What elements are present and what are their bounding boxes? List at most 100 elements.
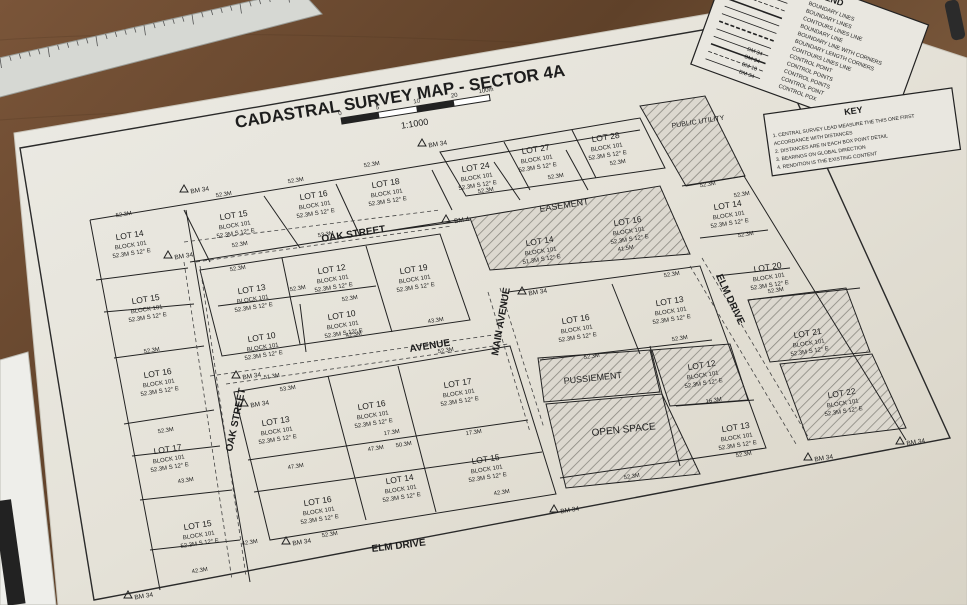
lot-block: BLOCK 101 xyxy=(561,324,594,335)
road-centrelines xyxy=(183,209,811,581)
scale-tick-5: 5 xyxy=(376,105,381,112)
benchmark-label: BM 34 xyxy=(560,506,580,516)
dimension-labels: 52.3M 52.3M 52.3M 52.3M 52.3M 52.3M 52.3M 52.3M… xyxy=(115,159,784,575)
lot-bearing: 52.3M S 12° E xyxy=(128,312,167,324)
lot-bearing: 51.3M S 12° E xyxy=(522,254,561,266)
lot-bearing: 52.3M S 12° E xyxy=(588,150,627,162)
lot-name: LOT 18 xyxy=(371,176,401,190)
legend-symbol: BM 34 xyxy=(738,69,755,80)
scale-tick-20: 20 xyxy=(451,92,459,99)
benchmark-triangle-icon xyxy=(895,435,905,445)
benchmark-triangle-icon xyxy=(803,451,813,461)
lot-bearing: 52.3M S 12° E xyxy=(750,280,789,292)
benchmark-triangle-icon xyxy=(179,183,189,193)
pen xyxy=(944,0,966,41)
lot-block: BLOCK 101 xyxy=(827,398,860,409)
legend-symbol: BM 34 xyxy=(743,54,760,65)
benchmark-label: BM 34 xyxy=(292,538,312,548)
benchmark-label: BM 34 xyxy=(190,186,210,196)
lot-name: LOT 14 xyxy=(385,472,415,486)
key-box: KEY 1. CENTRAL SURVEY LEAD MEASURE THE T… xyxy=(763,87,962,177)
benchmark-labels: BM 34 BM 34 BM 34 BM 4 BM 34 BM 34 BM 34 BM 34 B… xyxy=(123,137,926,602)
dimension-label: 52.3M xyxy=(623,473,640,481)
lot-bearing: 52.3M S 12° E xyxy=(790,346,829,358)
lot-name: LOT 10 xyxy=(247,330,277,344)
lot-name: LOT 14 xyxy=(525,234,555,248)
dimension-label: 52.3M xyxy=(231,241,248,249)
benchmark-triangle-icon xyxy=(517,285,527,295)
benchmark-label: BM 34 xyxy=(428,140,448,150)
dimension-label: 42.3M xyxy=(493,489,510,497)
lot-bearing: 52.3M S 12° E xyxy=(234,302,273,314)
lot-block: BLOCK 101 xyxy=(183,530,216,541)
lot-name: LOT 13 xyxy=(261,414,291,428)
dimension-label: 52.3M xyxy=(289,285,306,293)
lot-block: BLOCK 101 xyxy=(219,220,252,231)
pussiement-area xyxy=(537,349,661,403)
lot-block: BLOCK 101 xyxy=(687,370,720,381)
lot-bearing: 52.3M S 12° E xyxy=(382,492,421,504)
benchmark-label: BM 34 xyxy=(528,288,548,298)
lot-name: LOT 13 xyxy=(721,420,751,434)
benchmark-triangle-icon xyxy=(123,589,133,599)
lot-bearing: 52.3M S 12° E xyxy=(610,234,649,246)
lot-bearing: 52.3M S 12° E xyxy=(468,472,507,484)
lot-bearing: 52.3M S 12° E xyxy=(180,538,219,550)
dimension-label: 52.3M xyxy=(215,191,232,199)
benchmark-triangle-icon xyxy=(163,249,173,259)
easement-area xyxy=(469,185,691,271)
benchmark-label: BM 4 xyxy=(454,216,470,225)
lot-name: LOT 16 xyxy=(561,312,591,326)
lot-block: BLOCK 101 xyxy=(471,464,504,475)
lot-name: LOT 12 xyxy=(687,358,717,372)
dimension-label: 52.3M xyxy=(157,427,174,435)
dimension-label: 50.3M xyxy=(395,441,412,449)
dimension-label: 52.3M xyxy=(115,211,132,219)
lot-name: LOT 16 xyxy=(299,188,329,202)
dimension-label: 52.3M xyxy=(735,451,752,459)
scale-ratio: 1:1000 xyxy=(400,117,429,131)
dimension-label: 16.3M xyxy=(705,397,722,405)
benchmark-triangle-icon xyxy=(231,369,241,379)
lot-block: BLOCK 101 xyxy=(143,378,176,389)
benchmark-label: BM 34 xyxy=(174,252,194,262)
benchmark-label: BM 34 xyxy=(134,592,154,602)
lot-block: BLOCK 101 xyxy=(357,410,390,421)
lot-bearing: 52.3M S 12° E xyxy=(140,386,179,398)
lot-bearing: 52.3M S 12° E xyxy=(324,328,363,340)
benchmark-label: BM 34 xyxy=(250,400,270,410)
lot-24-hatched xyxy=(779,353,907,441)
lot-block: BLOCK 101 xyxy=(153,454,186,465)
lot-name: LOT 14 xyxy=(713,198,743,212)
lot-name: LOT 16 xyxy=(143,366,173,380)
lot-name: LOT 28 xyxy=(591,130,621,144)
benchmark-triangle-icon xyxy=(441,213,451,223)
lot-name: LOT 14 xyxy=(115,228,145,242)
map-frame xyxy=(19,19,952,601)
lot-name: LOT 19 xyxy=(399,262,429,276)
dimension-label: 52.3M xyxy=(733,191,750,199)
benchmark-label: BM 34 xyxy=(906,438,926,448)
dimension-label: 52.3M xyxy=(229,265,246,273)
dimension-label: 52.3M xyxy=(583,353,600,361)
dimension-label: 52.3M xyxy=(341,295,358,303)
dimension-label: 47.3M xyxy=(287,463,304,471)
lot-bearing: 52.3M S 12° E xyxy=(518,162,557,174)
lot-name: LOT 10 xyxy=(327,308,357,322)
lot-name: LOT 17 xyxy=(153,442,183,456)
dimension-label: 52.3M xyxy=(321,531,338,539)
lot-bearing: 52.3M S 12° E xyxy=(150,462,189,474)
lot-block: BLOCK 101 xyxy=(247,342,280,353)
lot-block: BLOCK 101 xyxy=(131,304,164,315)
dimension-label: 41.5M xyxy=(617,245,634,253)
lot-bearing: 52.3M S 12° E xyxy=(684,378,723,390)
lot-bearing: 52.3M S 12° E xyxy=(824,406,863,418)
lot-block: BLOCK 101 xyxy=(385,484,418,495)
lot-block: BLOCK 101 xyxy=(613,226,646,237)
lot-block: BLOCK 101 xyxy=(525,246,558,257)
dimension-label: 43.3M xyxy=(177,477,194,485)
dimension-label: 52.3M xyxy=(287,177,304,185)
dimension-label: 52.3M xyxy=(663,271,680,279)
